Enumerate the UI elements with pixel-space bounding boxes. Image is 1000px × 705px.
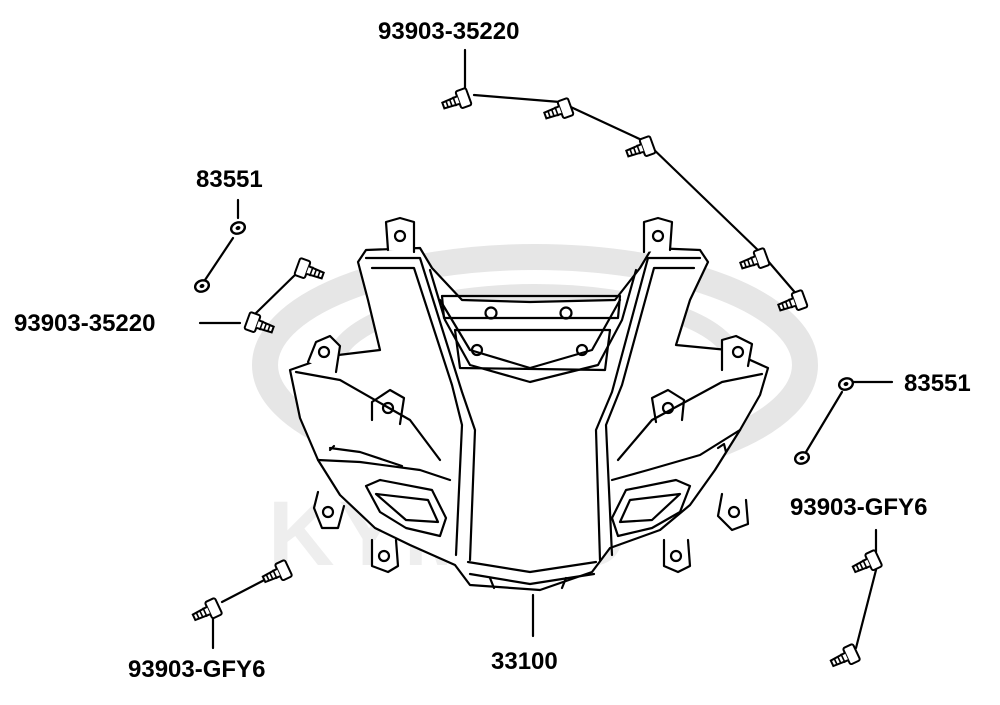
screw-93903-35220-top-3 — [625, 135, 657, 158]
part-label-screw-bottom-left: 93903-GFY6 — [128, 656, 266, 683]
screw-93903-35220-left-1 — [293, 257, 325, 280]
clip-83551-left-2 — [193, 279, 211, 293]
screw-93903-gfy6-left-2 — [261, 559, 293, 584]
part-label-screw-top: 93903-35220 — [378, 18, 520, 45]
screw-93903-gfy6-right-2 — [829, 643, 861, 668]
screw-93903-35220-left-2 — [243, 311, 275, 334]
screw-93903-gfy6-right-1 — [851, 549, 883, 574]
clip-83551-left-1 — [229, 221, 247, 235]
screw-93903-35220-top-1 — [441, 87, 473, 110]
part-label-clip-right: 83551 — [904, 370, 971, 397]
screw-93903-35220-top-2 — [543, 97, 575, 120]
front-cover-panel — [288, 216, 770, 592]
part-label-screw-right: 93903-GFY6 — [790, 494, 928, 521]
screw-93903-35220-top-5 — [777, 289, 809, 312]
screw-93903-gfy6-left-1 — [191, 597, 223, 622]
clip-83551-right-2 — [793, 451, 811, 465]
clip-83551-right-1 — [837, 377, 855, 391]
part-label-clip-left: 83551 — [196, 166, 263, 193]
screw-93903-35220-top-4 — [739, 247, 771, 270]
part-label-panel: 33100 — [491, 648, 558, 675]
part-label-screw-left: 93903-35220 — [14, 310, 156, 337]
